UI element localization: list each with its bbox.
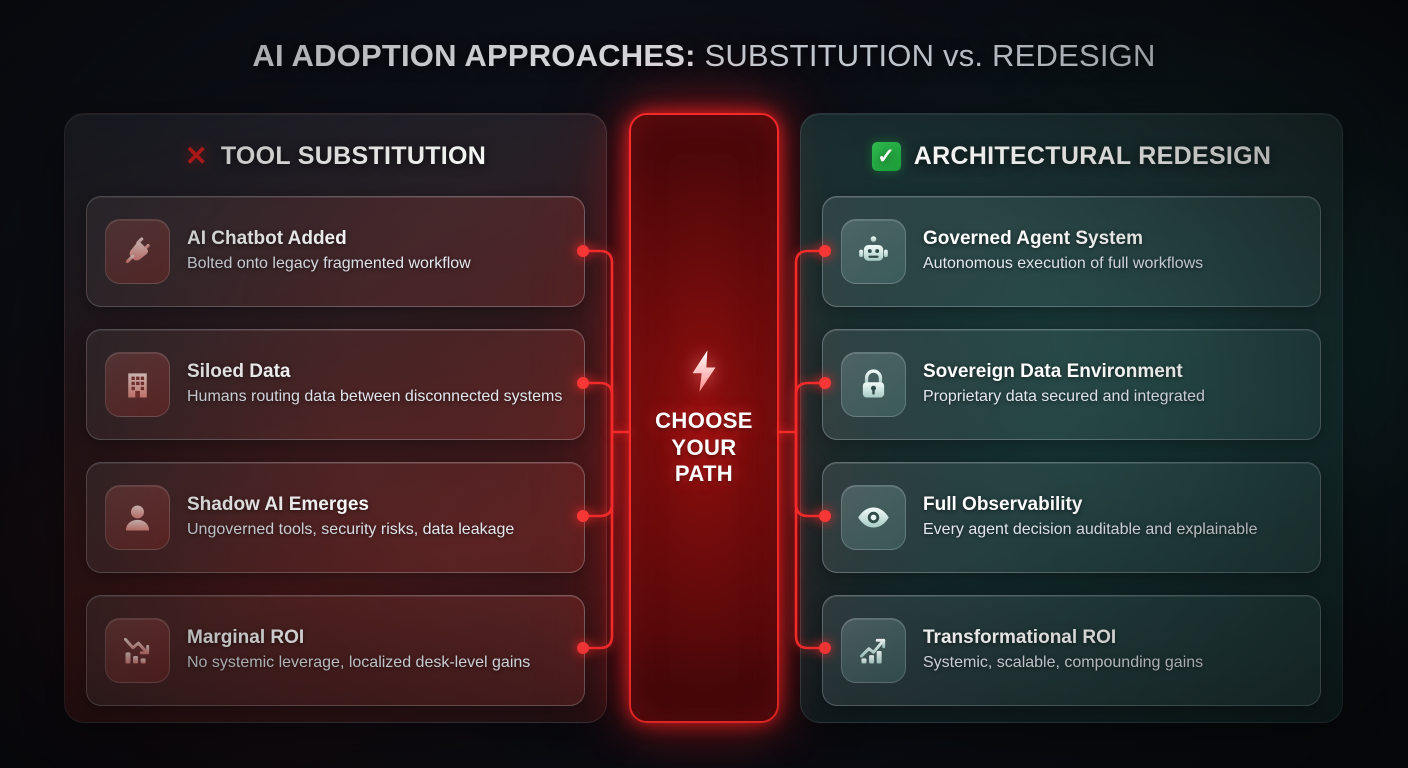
user-icon bbox=[105, 485, 170, 550]
card-title: Shadow AI Emerges bbox=[187, 494, 369, 516]
right-panel-header: ✓ ARCHITECTURAL REDESIGN bbox=[801, 142, 1342, 171]
list-item[interactable]: Transformational ROI Systemic, scalable,… bbox=[822, 595, 1321, 706]
architectural-redesign-panel: ✓ ARCHITECTURAL REDESIGN Governed Agent … bbox=[800, 113, 1343, 723]
list-item[interactable]: Marginal ROI No systemic leverage, local… bbox=[86, 595, 585, 706]
card-text: Shadow AI Emerges Ungoverned tools, secu… bbox=[187, 494, 514, 540]
card-text: Transformational ROI Systemic, scalable,… bbox=[923, 627, 1203, 673]
card-text: Full Observability Every agent decision … bbox=[923, 494, 1257, 540]
choose-your-path-label: CHOOSE YOUR PATH bbox=[655, 408, 753, 487]
list-item[interactable]: Sovereign Data Environment Proprietary d… bbox=[822, 329, 1321, 440]
card-subtitle: Ungoverned tools, security risks, data l… bbox=[187, 521, 515, 539]
chart-down-icon bbox=[105, 618, 170, 683]
cta-line-3: PATH bbox=[674, 461, 734, 487]
eye-icon bbox=[841, 485, 906, 550]
list-item[interactable]: Governed Agent System Autonomous executi… bbox=[822, 196, 1321, 307]
card-title: Governed Agent System bbox=[923, 228, 1143, 250]
right-card-list: Governed Agent System Autonomous executi… bbox=[801, 196, 1342, 722]
list-item[interactable]: Full Observability Every agent decision … bbox=[822, 462, 1321, 573]
card-subtitle: Bolted onto legacy fragmented workflow bbox=[187, 255, 471, 273]
card-title: Sovereign Data Environment bbox=[923, 361, 1183, 383]
cross-mark-icon: ✕ bbox=[184, 141, 208, 171]
card-text: Governed Agent System Autonomous executi… bbox=[923, 228, 1203, 274]
robot-icon bbox=[841, 219, 906, 284]
chart-up-icon bbox=[841, 618, 906, 683]
right-panel-heading: ARCHITECTURAL REDESIGN bbox=[913, 142, 1272, 170]
check-mark-icon: ✓ bbox=[871, 142, 901, 171]
card-title: Marginal ROI bbox=[187, 627, 305, 649]
card-text: Siloed Data Humans routing data between … bbox=[187, 361, 562, 407]
card-subtitle: Autonomous execution of full workflows bbox=[923, 255, 1204, 273]
cta-line-1: CHOOSE bbox=[655, 408, 753, 434]
page-title-strong: AI ADOPTION APPROACHES: bbox=[252, 38, 696, 73]
card-text: AI Chatbot Added Bolted onto legacy frag… bbox=[187, 228, 471, 274]
card-title: Siloed Data bbox=[187, 361, 291, 383]
plug-icon bbox=[105, 219, 170, 284]
card-subtitle: Humans routing data between disconnected… bbox=[187, 388, 563, 406]
left-card-list: AI Chatbot Added Bolted onto legacy frag… bbox=[65, 196, 606, 722]
cta-line-2: YOUR bbox=[671, 434, 737, 460]
list-item[interactable]: Shadow AI Emerges Ungoverned tools, secu… bbox=[86, 462, 585, 573]
lightning-bolt-icon bbox=[686, 348, 722, 394]
card-title: Full Observability bbox=[923, 494, 1083, 516]
card-subtitle: No systemic leverage, localized desk-lev… bbox=[187, 654, 531, 672]
card-subtitle: Every agent decision auditable and expla… bbox=[923, 521, 1258, 539]
tool-substitution-panel: ✕ TOOL SUBSTITUTION AI Chatbot Added Bol… bbox=[64, 113, 607, 723]
choose-your-path-column[interactable]: CHOOSE YOUR PATH bbox=[629, 113, 779, 723]
card-title: Transformational ROI bbox=[923, 627, 1117, 649]
page-title-light: SUBSTITUTION vs. REDESIGN bbox=[704, 38, 1156, 73]
card-text: Sovereign Data Environment Proprietary d… bbox=[923, 361, 1205, 407]
lock-icon bbox=[841, 352, 906, 417]
list-item[interactable]: AI Chatbot Added Bolted onto legacy frag… bbox=[86, 196, 585, 307]
card-title: AI Chatbot Added bbox=[187, 228, 347, 250]
card-text: Marginal ROI No systemic leverage, local… bbox=[187, 627, 530, 673]
card-subtitle: Proprietary data secured and integrated bbox=[923, 388, 1205, 406]
list-item[interactable]: Siloed Data Humans routing data between … bbox=[86, 329, 585, 440]
building-icon bbox=[105, 352, 170, 417]
left-panel-heading: TOOL SUBSTITUTION bbox=[220, 142, 487, 170]
left-panel-header: ✕ TOOL SUBSTITUTION bbox=[65, 142, 606, 171]
card-subtitle: Systemic, scalable, compounding gains bbox=[923, 654, 1204, 672]
page-title: AI ADOPTION APPROACHES: SUBSTITUTION vs.… bbox=[0, 38, 1408, 74]
